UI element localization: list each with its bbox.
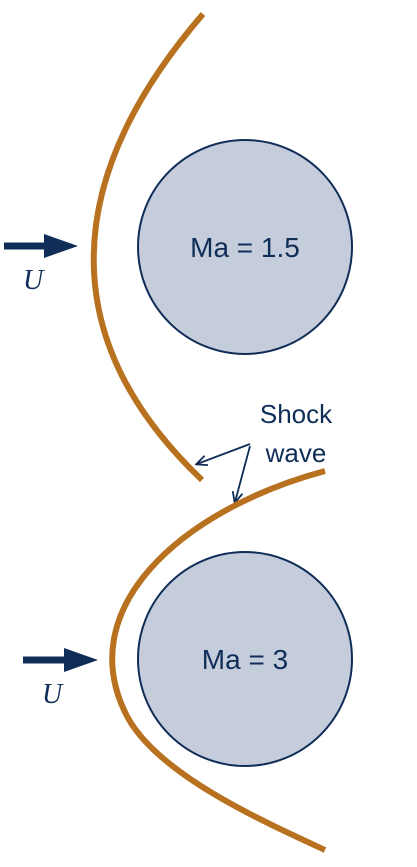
- sphere-top: [137, 139, 353, 355]
- velocity-arrow-bottom: [23, 648, 98, 672]
- shock-wave-curve-top: [90, 12, 206, 483]
- velocity-label-bottom: U: [42, 679, 64, 710]
- sphere-bottom: [137, 551, 353, 767]
- mach-label-bottom: Ma = 3: [202, 644, 288, 675]
- annotation-shock: Shock: [260, 399, 333, 429]
- annotation-pointer-top: [197, 443, 251, 464]
- mach-label-top: Ma = 1.5: [190, 232, 300, 263]
- annotation-pointer-bottom: [235, 445, 251, 502]
- shock-wave-curve-bottom: [109, 468, 327, 853]
- annotation-wave: wave: [265, 438, 327, 468]
- velocity-arrow-top: [4, 234, 78, 258]
- velocity-label-top: U: [23, 265, 45, 296]
